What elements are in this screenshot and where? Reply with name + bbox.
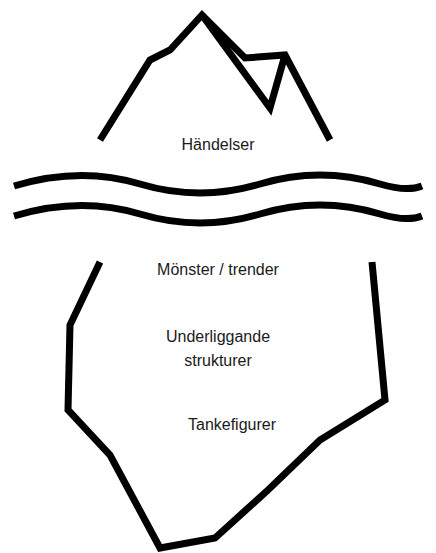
water-wave: [14, 205, 422, 223]
level-label: Händelser: [182, 133, 255, 157]
level-label: Mönster / trender: [157, 258, 279, 282]
iceberg-tip-fold: [202, 15, 285, 108]
water-wave: [14, 175, 422, 193]
iceberg-underwater-outline: [68, 262, 385, 548]
level-label: Tankefigurer: [188, 413, 276, 437]
iceberg-tip-outline: [100, 15, 330, 140]
level-label: Underliggande strukturer: [148, 325, 288, 373]
